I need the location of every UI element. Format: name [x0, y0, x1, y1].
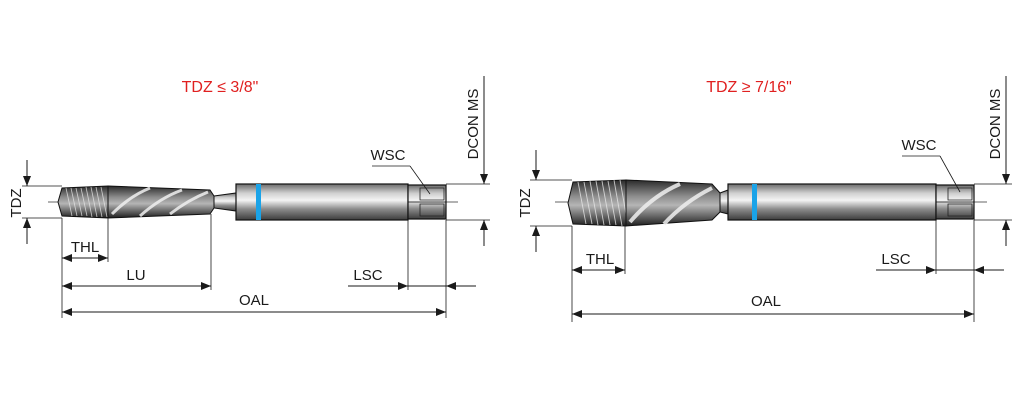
left-dcon-label: DCON MS [465, 89, 482, 160]
left-tdz-label: TDZ [8, 188, 25, 217]
left-oal-label: OAL [239, 292, 269, 309]
left-wsc-label: WSC [371, 147, 406, 164]
left-title: TDZ ≤ 3/8" [182, 79, 259, 96]
left-tap-body [57, 183, 447, 221]
right-dcon-label: DCON MS [987, 89, 1004, 160]
right-lsc-label: LSC [881, 251, 910, 268]
left-thl-label: THL [71, 239, 99, 256]
left-lu-label: LU [126, 267, 145, 284]
left-tool-drawing: TDZ ≤ 3/8" [8, 76, 490, 318]
right-tap-body [567, 179, 975, 227]
right-thl-label: THL [586, 251, 614, 268]
left-lsc-label: LSC [353, 267, 382, 284]
left-blue-ring [256, 184, 261, 220]
right-oal-label: OAL [751, 293, 781, 310]
right-wsc-label: WSC [902, 137, 937, 154]
right-tdz-label: TDZ [517, 188, 534, 217]
right-blue-ring [752, 184, 757, 220]
right-tool-drawing: TDZ ≥ 7/16" [517, 76, 1012, 322]
right-title: TDZ ≥ 7/16" [706, 79, 792, 96]
